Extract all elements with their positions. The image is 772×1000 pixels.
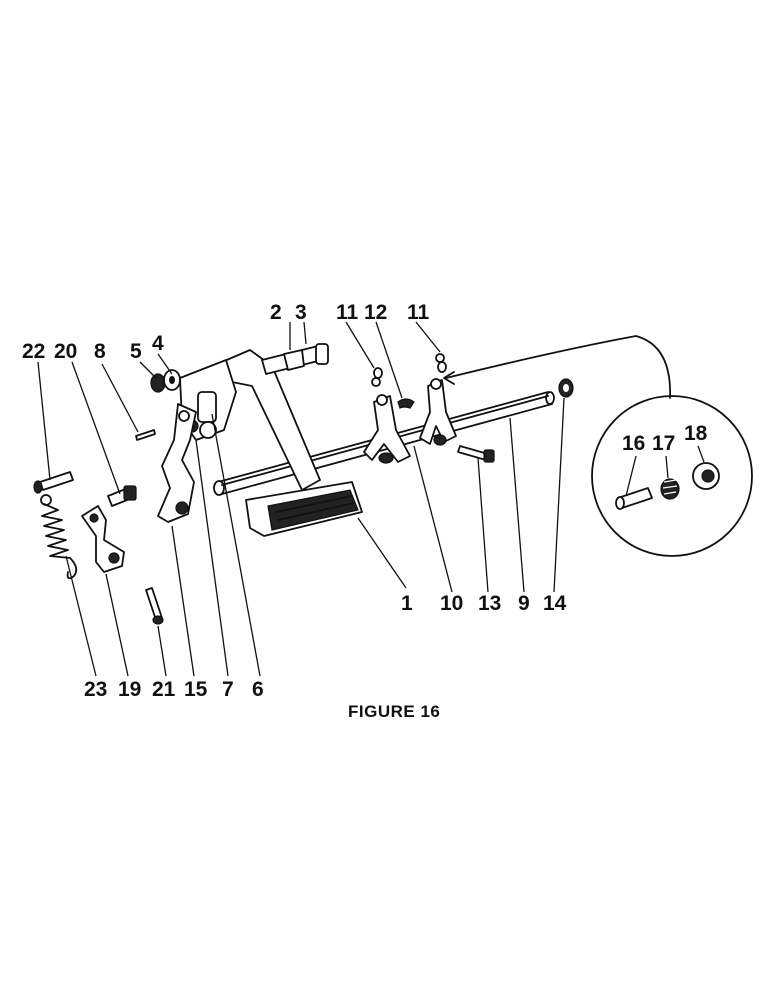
label-23: 23 — [84, 678, 107, 701]
label-5: 5 — [130, 340, 142, 363]
label-12: 12 — [364, 301, 387, 324]
label-10: 10 — [440, 592, 463, 615]
fork-part-10 — [363, 394, 411, 464]
figure-caption: FIGURE 16 — [348, 702, 440, 721]
clips-part-11 — [371, 353, 447, 387]
spring-part-23 — [40, 494, 78, 580]
washers-part-4-5 — [150, 369, 181, 393]
label-22: 22 — [22, 340, 45, 363]
label-6: 6 — [252, 678, 264, 701]
bolt-part-22 — [33, 471, 74, 494]
label-4: 4 — [152, 332, 164, 355]
bolt-part-20 — [107, 485, 137, 507]
label-7: 7 — [222, 678, 234, 701]
pin-part-16 — [615, 487, 653, 510]
key-part-12 — [397, 398, 415, 409]
pedal-part-1 — [221, 349, 363, 537]
label-19: 19 — [118, 678, 141, 701]
label-8: 8 — [94, 340, 106, 363]
detail-inset — [443, 335, 753, 557]
bracket-part-19 — [81, 505, 125, 573]
label-9: 9 — [518, 592, 530, 615]
label-14: 14 — [543, 592, 567, 615]
part-labels: 1 2 3 4 5 6 7 8 9 10 11 11 12 13 14 15 1… — [22, 301, 708, 701]
fork-part-11 — [419, 378, 457, 446]
label-15: 15 — [184, 678, 208, 701]
spring-nut-part-17 — [660, 478, 680, 500]
label-17: 17 — [652, 432, 675, 455]
pin-part-8 — [135, 429, 156, 441]
leader-lines — [37, 321, 705, 677]
bolt-part-13 — [457, 445, 495, 463]
label-18: 18 — [684, 422, 708, 445]
screw-part-21 — [145, 587, 164, 625]
label-11-left: 11 — [336, 301, 359, 324]
label-1: 1 — [401, 592, 413, 615]
label-20: 20 — [54, 340, 77, 363]
label-21: 21 — [152, 678, 176, 701]
lever-part-15 — [157, 403, 197, 523]
collar-part-14 — [558, 378, 574, 398]
label-13: 13 — [478, 592, 501, 615]
label-11-right: 11 — [407, 301, 430, 324]
pin-part-2-3 — [261, 343, 329, 375]
label-3: 3 — [295, 301, 307, 324]
label-2: 2 — [270, 301, 282, 324]
label-16: 16 — [622, 432, 645, 455]
washer-part-18 — [692, 462, 720, 490]
